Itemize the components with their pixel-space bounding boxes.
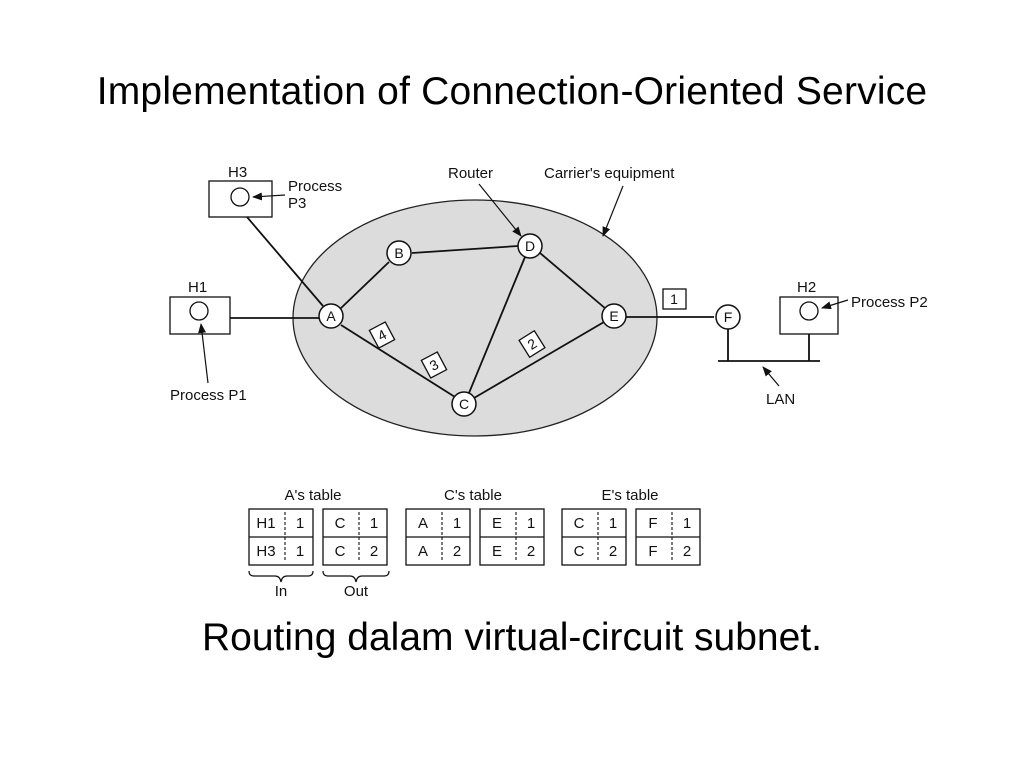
a-table-in-vc-cell: 1 xyxy=(296,543,304,560)
router-b-label: B xyxy=(394,245,403,261)
c-table-in-line-cell: A xyxy=(418,515,428,532)
out-label: Out xyxy=(344,583,369,600)
a-table-in-line-cell: H3 xyxy=(256,543,275,560)
a-table-title: A's table xyxy=(284,487,341,504)
c-table-in-vc-cell: 1 xyxy=(453,515,461,532)
process-p3-icon xyxy=(230,187,250,207)
packet-4-box xyxy=(368,321,396,349)
router-a-circle xyxy=(318,303,344,329)
in-brace xyxy=(248,570,314,583)
process-p1-label: Process P1 xyxy=(170,387,247,404)
host-h2-label: H2 xyxy=(797,279,816,296)
router-c-label: C xyxy=(459,396,469,412)
packet-1-label: 1 xyxy=(670,291,678,307)
router-d: D xyxy=(517,233,543,259)
e-table-out-line-cell: F xyxy=(648,543,657,560)
router-d-circle xyxy=(517,233,543,259)
e-table-in-line-cell: C xyxy=(574,543,585,560)
packet-1-box xyxy=(662,288,687,310)
e-table-out-vc-cell: 1 xyxy=(683,515,691,532)
packet-2: 2 xyxy=(518,329,546,359)
slide-caption: Routing dalam virtual-circuit subnet. xyxy=(202,616,822,659)
packet-3: 3 xyxy=(420,351,448,379)
e-table-out-line-cell: F xyxy=(648,515,657,532)
link-a-c xyxy=(340,324,456,398)
process-p1-icon xyxy=(189,301,209,321)
c-table-out-vc-cell: 1 xyxy=(527,515,535,532)
host-h3-label: H3 xyxy=(228,164,247,181)
a-table-out-vc-cell: 1 xyxy=(370,515,378,532)
process-p3-label-line2: P3 xyxy=(288,195,306,212)
lan-label: LAN xyxy=(766,391,795,408)
c-table-out-vc-cell: 2 xyxy=(527,543,535,560)
router-c-circle xyxy=(451,391,477,417)
c-table-in-vc-cell: 2 xyxy=(453,543,461,560)
a-table-out-line-cell: C xyxy=(335,543,346,560)
a-table-in-line-cell: H1 xyxy=(256,515,275,532)
a-table-in-vc-cell: 1 xyxy=(296,515,304,532)
link-b-d xyxy=(411,245,519,254)
packet-4: 4 xyxy=(368,321,396,349)
packet-3-box xyxy=(420,351,448,379)
link-d-c xyxy=(468,256,526,394)
arrow-process-p3 xyxy=(252,192,286,201)
link-c-e xyxy=(473,321,605,399)
process-p2-label: Process P2 xyxy=(851,294,928,311)
out-brace xyxy=(322,570,390,583)
router-d-label: D xyxy=(525,238,535,254)
e-table-in-line-cell: C xyxy=(574,515,585,532)
a-table-out-vc-cell: 2 xyxy=(370,543,378,560)
packet-2-box xyxy=(518,329,546,359)
slide-title: Implementation of Connection-Oriented Se… xyxy=(96,70,928,113)
router-f-label: F xyxy=(724,309,733,325)
router-b: B xyxy=(386,240,412,266)
arrow-router xyxy=(478,183,522,237)
links xyxy=(230,209,820,399)
link-d-e xyxy=(539,252,607,310)
c-table-in-line-cell: A xyxy=(418,543,428,560)
router-f-circle xyxy=(715,304,741,330)
router-annotation-label: Router xyxy=(448,165,493,182)
router-e: E xyxy=(601,303,627,329)
carrier-equipment-label: Carrier's equipment xyxy=(544,165,675,182)
c-table-title: C's table xyxy=(444,487,502,504)
router-b-circle xyxy=(386,240,412,266)
process-p3-label-line1: Process xyxy=(288,178,342,195)
process-p2-icon xyxy=(799,301,819,321)
e-table-title: E's table xyxy=(601,487,658,504)
annotation-arrows xyxy=(198,183,849,387)
router-f: F xyxy=(715,304,741,330)
arrow-carrier xyxy=(602,185,624,237)
arrow-process-p2 xyxy=(821,299,849,310)
c-table-out-line-cell: E xyxy=(492,515,502,532)
link-h3-a xyxy=(240,209,324,307)
arrow-lan xyxy=(762,366,780,387)
link-a-b xyxy=(339,261,390,310)
router-e-label: E xyxy=(609,308,618,324)
router-a: A xyxy=(318,303,344,329)
e-table-in-vc-cell: 1 xyxy=(609,515,617,532)
a-table-out-line-cell: C xyxy=(335,515,346,532)
e-table-in-vc-cell: 2 xyxy=(609,543,617,560)
e-table-out-vc-cell: 2 xyxy=(683,543,691,560)
router-c: C xyxy=(451,391,477,417)
c-table-out-line-cell: E xyxy=(492,543,502,560)
packet-1: 1 xyxy=(662,288,687,310)
in-label: In xyxy=(275,583,288,600)
router-a-label: A xyxy=(326,308,336,324)
router-e-circle xyxy=(601,303,627,329)
host-h1-label: H1 xyxy=(188,279,207,296)
arrow-process-p1 xyxy=(198,323,209,384)
